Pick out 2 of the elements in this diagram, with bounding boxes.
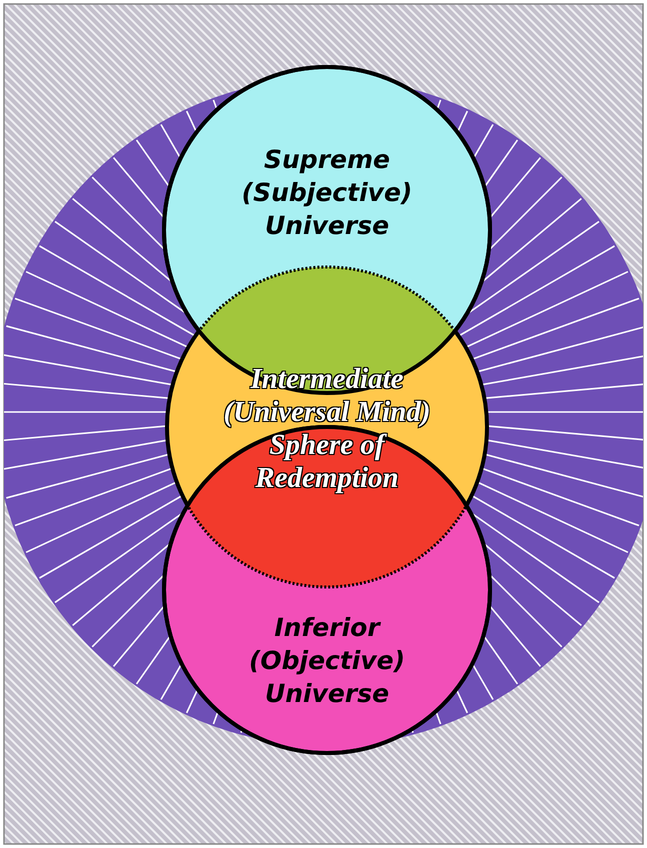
circle-label: Inferior (Objective) Universe [248,612,406,710]
circle-label: Supreme (Subjective) Universe [240,144,414,242]
